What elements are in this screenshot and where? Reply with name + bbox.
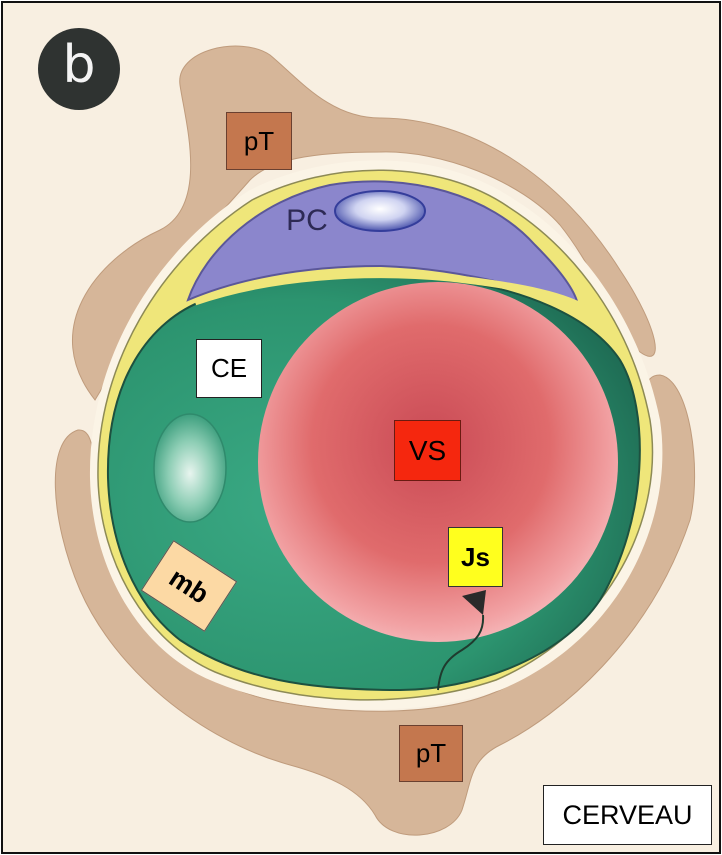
label-pt-bottom: pT (399, 725, 463, 782)
label-pt-top: pT (226, 112, 292, 170)
label-pc: PC (283, 203, 331, 239)
label-vs: VS (394, 420, 461, 481)
label-cerveau: CERVEAU (543, 785, 712, 845)
figure-badge-letter: b (62, 39, 95, 91)
label-ce: CE (196, 339, 262, 398)
small-vesicle (154, 414, 226, 522)
figure-badge: b (38, 28, 120, 110)
chorionic-vesicle (335, 191, 425, 231)
label-js: Js (448, 527, 503, 587)
